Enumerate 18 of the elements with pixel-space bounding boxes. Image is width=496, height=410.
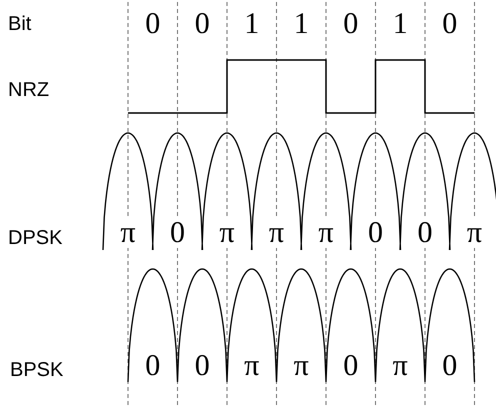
symbol-value: 0 xyxy=(366,218,385,248)
symbol-value: 1 xyxy=(294,9,309,39)
symbol-value: 0 xyxy=(442,9,458,39)
symbol-value: π xyxy=(316,218,336,248)
symbol-value: 1 xyxy=(392,9,408,39)
symbol-value: 1 xyxy=(244,9,260,39)
row-label: Bit xyxy=(8,14,32,34)
symbol-value: 0 xyxy=(168,218,187,248)
symbol-value: π xyxy=(217,218,237,248)
symbol-value: π xyxy=(464,218,484,248)
symbol-value: 0 xyxy=(343,9,358,39)
symbol-value: π xyxy=(266,218,286,248)
symbol-value: 0 xyxy=(194,9,210,39)
symbol-value: π xyxy=(118,218,138,248)
symbol-value: 0 xyxy=(416,218,434,248)
symbol-value: 0 xyxy=(145,9,160,39)
row-label: NRZ xyxy=(8,80,50,100)
row-label: DPSK xyxy=(8,228,62,248)
